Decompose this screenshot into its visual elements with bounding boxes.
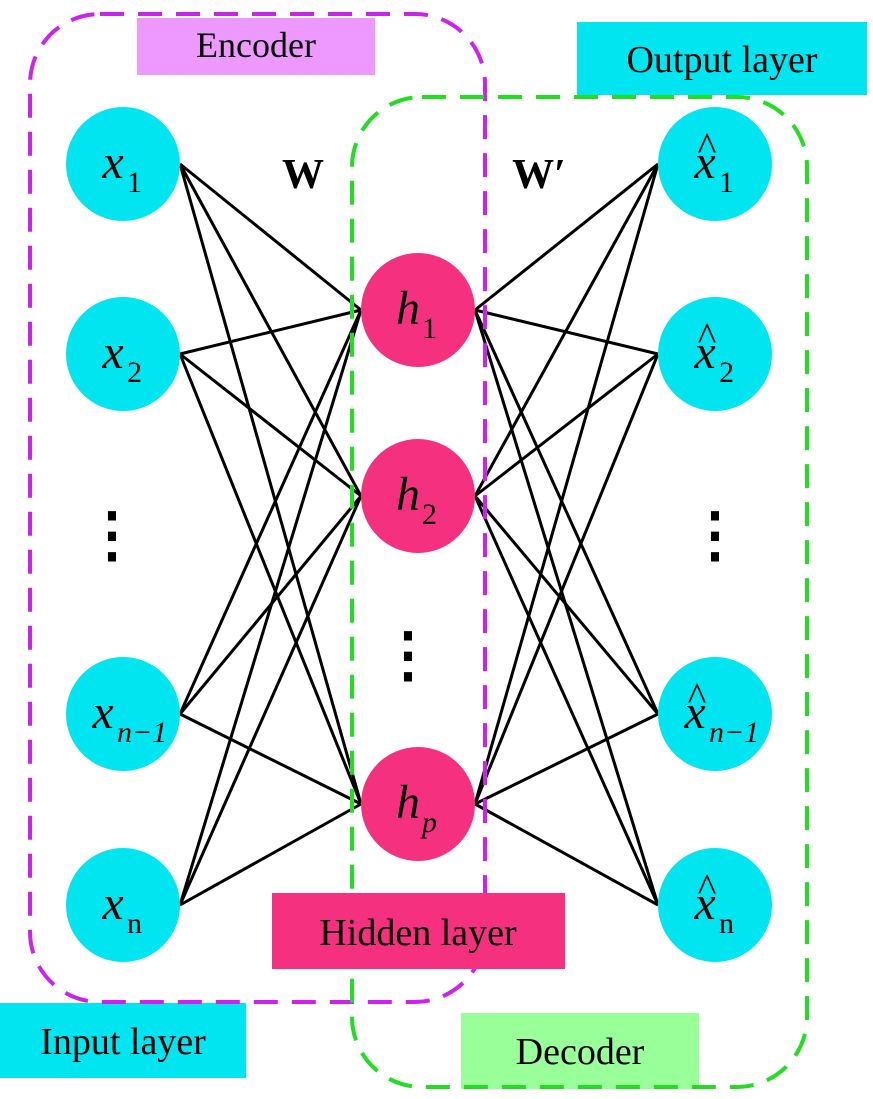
output-ellipsis: ⋮: [685, 502, 745, 568]
encoder-edge-3-1: [178, 495, 363, 906]
output-node-4-subscript: n: [719, 907, 734, 940]
output-layer-label: Output layer: [626, 39, 817, 81]
output-node-1: x^1: [658, 107, 772, 221]
hidden-node-3-circle: [361, 747, 475, 861]
hidden-node-2-circle: [361, 439, 475, 553]
decoder-edge-2-0: [473, 163, 660, 805]
output-node-1-subscript: 1: [719, 166, 734, 199]
decoder-edge-1-2: [473, 495, 660, 715]
output-node-2-circle: [658, 297, 772, 411]
decoder-edge-2-3: [474, 802, 659, 907]
encoder-edge-2-2: [179, 712, 362, 806]
output-node-3-subscript: n−1: [709, 716, 759, 749]
output-node-2-subscript: 2: [719, 356, 734, 389]
encoder-edge-0-1: [178, 163, 363, 497]
encoder-edge-3-2: [179, 802, 362, 907]
input-node-1-subscript: 1: [127, 166, 142, 199]
encoder-label-box: [137, 18, 375, 75]
hidden-node-3-subscript: p: [420, 806, 437, 839]
output-node-4-symbol: x: [693, 877, 715, 930]
input-node-2-symbol: x: [101, 326, 123, 379]
encoder-edge-0-2: [178, 163, 363, 805]
encoder-edge-1-2: [178, 353, 363, 805]
input-node-3-subscript: n−1: [117, 716, 167, 749]
hidden-node-1-circle: [361, 253, 475, 367]
output-node-4: x^n: [658, 848, 772, 962]
hidden-node-1-symbol: h: [396, 282, 420, 335]
encoder-edge-2-0: [178, 309, 363, 715]
decoder-label-box: [461, 1013, 699, 1089]
edges: [178, 162, 660, 907]
decoder-border: [350, 95, 809, 1089]
output-node-1-hat: ^: [698, 124, 717, 169]
encoder-weight-label: W: [282, 152, 324, 198]
decoder-edge-1-1: [474, 352, 659, 498]
input-layer-label-box: [0, 1003, 246, 1078]
output-node-3-symbol: x: [683, 686, 705, 739]
decoder-edge-1-0: [473, 163, 660, 497]
output-node-2-symbol: x: [693, 326, 715, 379]
input-node-4-subscript: n: [127, 907, 142, 940]
output-node-4-hat: ^: [698, 865, 717, 910]
encoder-edge-0-0: [179, 162, 362, 312]
input-node-1-symbol: x: [101, 136, 123, 189]
input-node-2-circle: [66, 297, 180, 411]
decoder-weight-label: W′: [512, 152, 566, 198]
hidden-ellipsis: ⋮: [378, 622, 438, 688]
encoder-edge-1-0: [179, 308, 362, 356]
encoder-border: [28, 12, 487, 1004]
decoder-edge-0-0: [474, 162, 659, 312]
output-node-1-circle: [658, 107, 772, 221]
output-node-3-hat: ^: [688, 674, 707, 719]
output-node-2-hat: ^: [698, 314, 717, 359]
output-node-3: x^n−1: [658, 657, 772, 771]
encoder-edge-1-1: [179, 352, 362, 498]
input-node-4-circle: [66, 848, 180, 962]
decoder-edge-2-2: [474, 712, 659, 806]
encoder-edge-3-0: [178, 309, 363, 906]
output-node-2: x^2: [658, 297, 772, 411]
output-node-4-circle: [658, 848, 772, 962]
output-node-1-symbol: x: [693, 136, 715, 189]
input-node-4-symbol: x: [101, 877, 123, 930]
decoder-edge-1-3: [473, 495, 660, 906]
input-node-1-circle: [66, 107, 180, 221]
hidden-node-3-symbol: h: [396, 776, 420, 829]
encoder-label: Encoder: [196, 25, 316, 65]
input-node-3-circle: [66, 657, 180, 771]
decoder-edge-0-2: [473, 309, 660, 715]
decoder-edge-0-3: [473, 309, 660, 906]
input-node-2-subscript: 2: [127, 356, 142, 389]
decoder-edge-2-1: [473, 353, 660, 805]
input-node-3-symbol: x: [91, 686, 113, 739]
hidden-node-2-symbol: h: [396, 468, 420, 521]
input-ellipsis: ⋮: [82, 502, 142, 568]
input-layer-label: Input layer: [40, 1021, 206, 1063]
hidden-node-1-subscript: 1: [422, 312, 437, 345]
hidden-layer-label-box: [272, 893, 565, 969]
output-node-3-circle: [658, 657, 772, 771]
hidden-node-2-subscript: 2: [422, 498, 437, 531]
decoder-label: Decoder: [516, 1031, 645, 1073]
hidden-layer-label: Hidden layer: [319, 912, 517, 954]
output-layer-label-box: [577, 22, 867, 95]
